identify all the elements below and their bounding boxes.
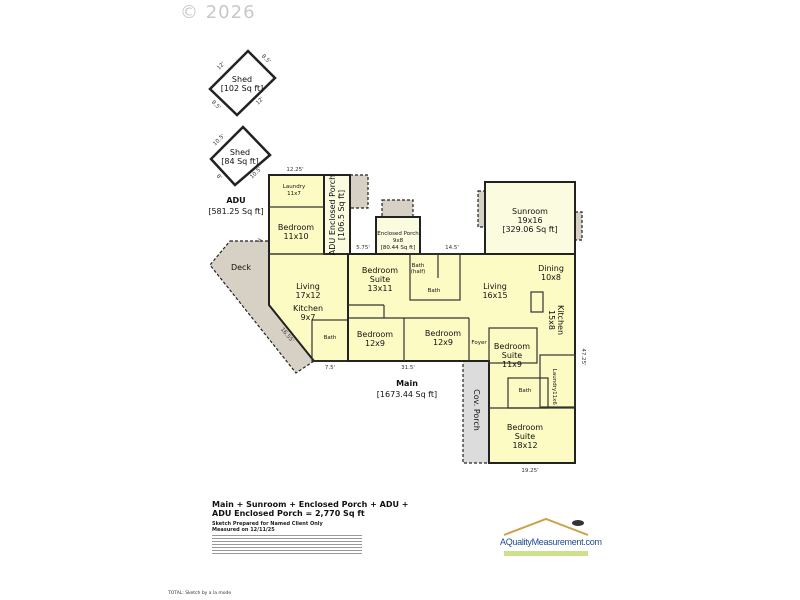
room-size: 11x9 xyxy=(502,360,522,369)
room-size: 15x8 xyxy=(547,310,556,330)
room-size: 11x7 xyxy=(287,191,301,197)
shed-2-dim: 8' xyxy=(215,173,223,181)
main-title: Main xyxy=(396,379,418,388)
room-name: Kitchen xyxy=(293,304,323,313)
room-size: 13x11 xyxy=(367,284,392,293)
room-name: Laundry xyxy=(551,369,557,392)
room-name: ADU Enclosed Porch xyxy=(328,175,337,255)
adu-enclosed-porch xyxy=(323,174,351,255)
room-area: [106.5 Sq ft] xyxy=(337,190,346,240)
summary-line-2: ADU Enclosed Porch = 2,770 Sq ft xyxy=(212,509,365,518)
room-size: 12x9 xyxy=(433,338,453,347)
room-area: [80.44 Sq ft] xyxy=(381,245,416,251)
room-size: 16x15 xyxy=(482,291,507,300)
shed-1-dim: 12' xyxy=(216,61,226,71)
room-size: 11x10 xyxy=(283,232,308,241)
summary-line-1: Main + Sunroom + Enclosed Porch + ADU + xyxy=(212,500,409,509)
room-name: Bedroom xyxy=(494,342,530,351)
room-name2: Suite xyxy=(515,432,536,441)
footer-text: TOTAL: Sketch by a la mode xyxy=(168,591,232,596)
room-name: Deck xyxy=(231,263,251,272)
room-size: 17x12 xyxy=(295,291,320,300)
room-name: Dining xyxy=(538,264,564,273)
dim-bottom-left: 7.5' xyxy=(325,365,335,371)
dim-adu-side: 9' xyxy=(258,237,264,242)
measured-date: Measured on 12/11/25 xyxy=(212,527,275,533)
dim-adu-width: 12.25' xyxy=(286,167,303,173)
room-name2: (half) xyxy=(411,269,426,275)
total-summary: Main + Sunroom + Enclosed Porch + ADU + … xyxy=(212,500,408,518)
shed-1-name: Shed xyxy=(232,75,252,84)
dim-bottom-mid: 31.5' xyxy=(401,365,415,371)
shed-1 xyxy=(208,49,277,117)
copyright-watermark: © 2026 xyxy=(180,2,256,23)
deck xyxy=(209,240,315,374)
room-name: Sunroom xyxy=(512,207,548,216)
room-size: 11x6 xyxy=(551,391,557,405)
main-building xyxy=(347,253,576,464)
room-name: Cov. Porch xyxy=(472,389,481,431)
car-icon xyxy=(572,520,584,526)
room-size: 18x12 xyxy=(512,441,537,450)
shed-1-dim: 8.5' xyxy=(260,54,272,66)
roof-icon xyxy=(503,517,589,536)
room-name: Bath xyxy=(428,288,441,294)
logo-stripe xyxy=(504,551,588,556)
room-name: Kitchen xyxy=(556,305,565,335)
room-name: Living xyxy=(483,282,507,291)
adu-area: [581.25 Sq ft] xyxy=(208,207,263,216)
adu-step-area xyxy=(349,174,369,209)
room-size: 9x7 xyxy=(301,313,316,322)
room-name: Bath xyxy=(324,335,337,341)
sunroom-step-right xyxy=(574,211,583,241)
shed-2-area: [84 Sq ft] xyxy=(221,157,258,166)
room-size: 19x16 xyxy=(517,216,542,225)
company-logo xyxy=(503,517,589,556)
shed-1-area: [102 Sq ft] xyxy=(221,84,264,93)
room-name2: Suite xyxy=(502,351,523,360)
room-name: Living xyxy=(296,282,320,291)
room-name: Foyer xyxy=(471,340,487,346)
room-name: Enclosed Porch xyxy=(377,231,419,237)
room-name: Bath xyxy=(519,388,532,394)
shed-1-dim: 8.5' xyxy=(210,100,222,112)
porch-step-area xyxy=(381,199,414,218)
room-name: Bedroom xyxy=(278,223,314,232)
shed-2 xyxy=(209,125,272,187)
logo-text: AQualityMeasurement.com xyxy=(500,537,602,547)
sketch-note: Sketch Prepared for Named Client Only Me… xyxy=(212,521,323,533)
dim-gap: 5.75' xyxy=(356,245,370,251)
prepared-note: Sketch Prepared for Named Client Only xyxy=(212,521,323,527)
covered-porch xyxy=(462,360,490,464)
room-size: 9x8 xyxy=(393,238,404,244)
room-name: Laundry xyxy=(283,184,306,190)
adu-title: ADU xyxy=(226,196,245,205)
room-name: Bedroom xyxy=(357,330,393,339)
room-name: Bedroom xyxy=(425,329,461,338)
dim-right: 47.25' xyxy=(580,348,586,365)
dim-bottom-right: 19.25' xyxy=(521,468,538,474)
shed-2-name: Shed xyxy=(230,148,250,157)
room-size: 10x8 xyxy=(541,273,561,282)
main-area: [1673.44 Sq ft] xyxy=(377,390,437,399)
room-size: 12x9 xyxy=(365,339,385,348)
room-name: Bedroom xyxy=(362,266,398,275)
room-name: Bath xyxy=(412,263,425,269)
room-name: Bedroom xyxy=(507,423,543,432)
sunroom-step-left xyxy=(477,190,486,228)
dim-top-mid: 14.5' xyxy=(445,245,459,251)
shed-1-dim: 12' xyxy=(255,96,265,106)
room-name2: Suite xyxy=(370,275,391,284)
disclaimer-fine-print xyxy=(212,534,362,556)
room-area: [329.06 Sq ft] xyxy=(502,225,557,234)
